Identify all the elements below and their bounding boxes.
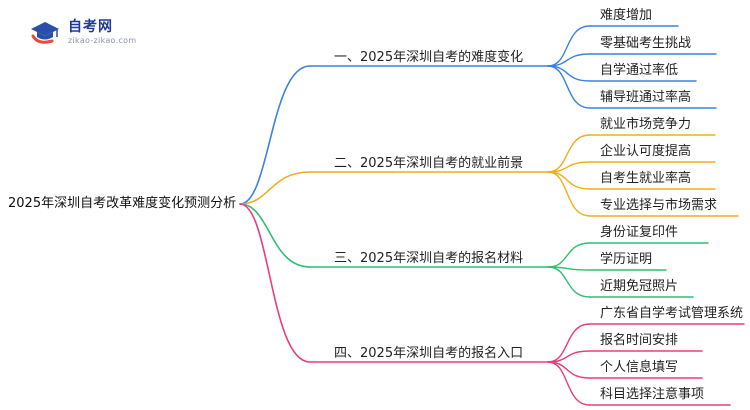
leaf-label: 科目选择注意事项 [600,387,705,402]
branch-leaf-connector [547,361,591,379]
root-branch-connector [239,171,311,205]
leaf-label: 自学通过率低 [600,63,679,78]
leaf-label: 近期免冠照片 [600,279,679,294]
leaf-label: 学历证明 [600,252,653,267]
graduation-cap-icon [31,22,59,44]
branch-leaf-connector [547,361,591,406]
leaf-label: 报名时间安排 [600,333,679,348]
leaf-label: 就业市场竞争力 [600,117,692,132]
branch-leaf-connector [547,242,591,268]
leaf-label: 自考生就业率高 [600,171,692,186]
branch-leaf-connector [547,25,591,67]
branch-label: 一、2025年深圳自考的难度变化 [334,50,524,65]
branch-label: 四、2025年深圳自考的报名入口 [334,346,524,361]
branch-leaf-connector [547,65,591,82]
site-logo-url: zikao-zikao.com [68,36,137,45]
site-logo[interactable]: 自考网 zikao-zikao.com [30,16,150,50]
leaf-label: 企业认可度提高 [600,144,692,159]
site-logo-name: 自考网 [68,19,113,35]
root-node-label: 2025年深圳自考改革难度变化预测分析 [8,196,237,211]
root-branch-connector [239,65,311,205]
branch-leaf-connector [547,266,591,298]
branch-leaf-connector [547,323,591,363]
branch-label: 二、2025年深圳自考的就业前景 [334,156,524,171]
leaf-label: 零基础考生挑战 [600,36,692,51]
leaf-label: 难度增加 [600,8,653,23]
branch-leaf-connector [547,171,591,190]
branch-leaf-connector [547,171,591,217]
root-branch-connector [239,203,311,268]
leaf-label: 身份证复印件 [600,225,679,240]
leaf-label: 个人信息填写 [600,360,679,375]
root-branch-connector [239,203,311,363]
branch-leaf-connector [547,65,591,109]
leaf-label: 辅导班通过率高 [600,90,692,105]
leaf-label: 专业选择与市场需求 [600,198,718,213]
leaf-label: 广东省自学考试管理系统 [600,306,744,321]
branch-label: 三、2025年深圳自考的报名材料 [334,251,524,266]
branch-leaf-connector [547,134,591,173]
